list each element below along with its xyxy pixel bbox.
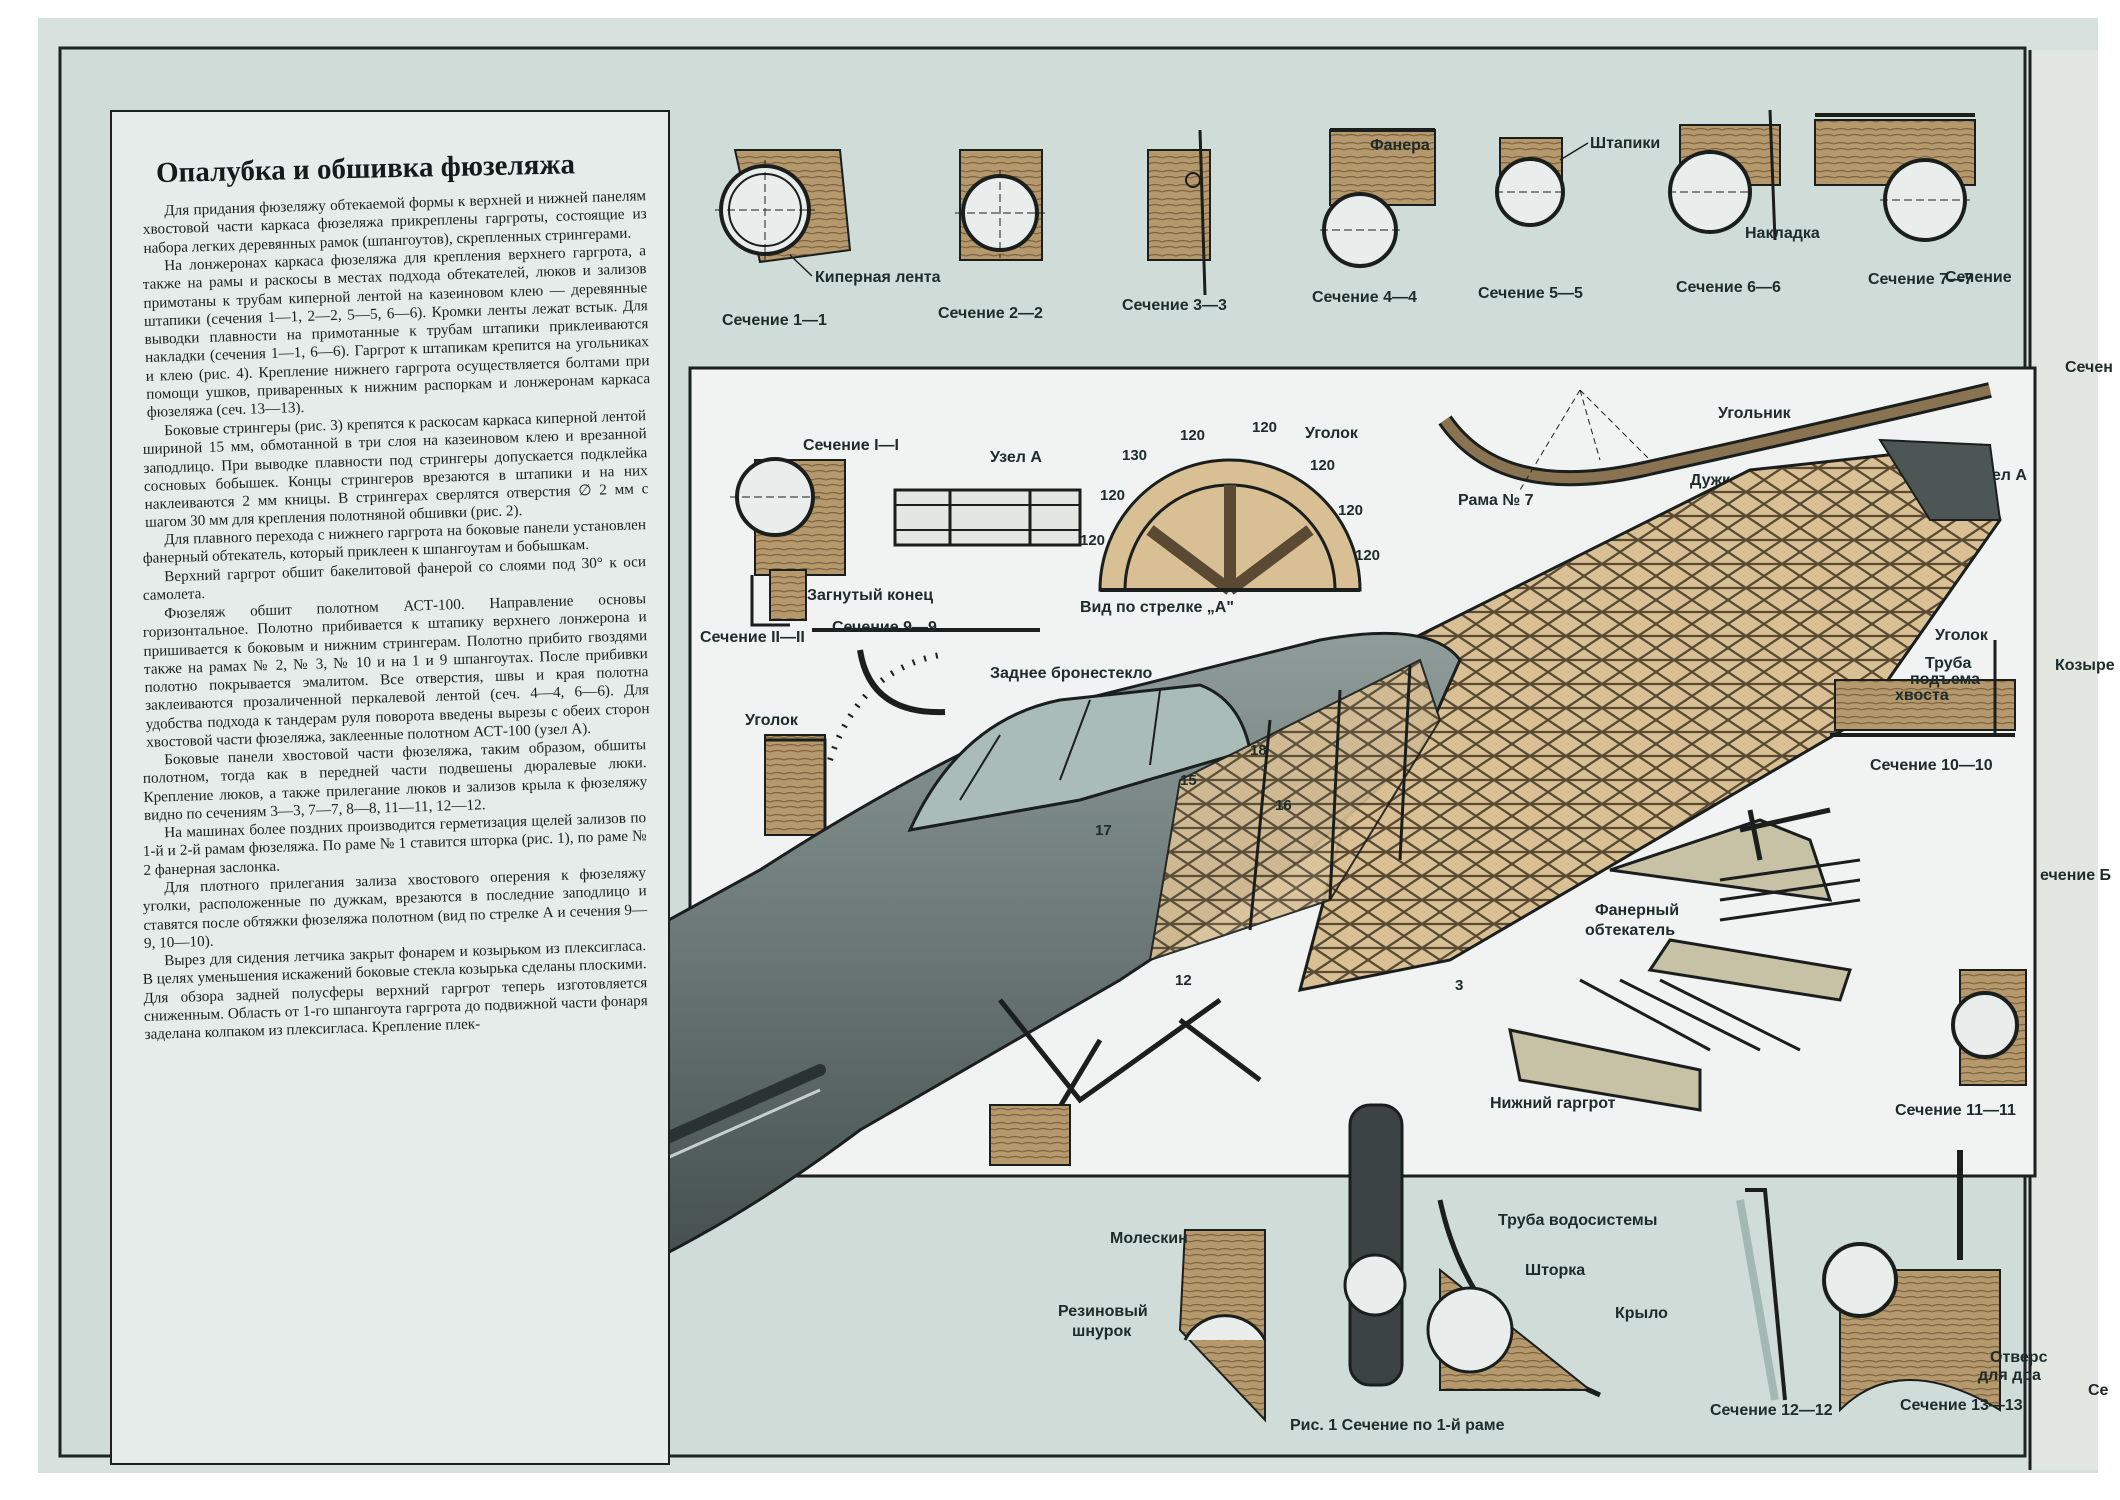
label-hole-1: Отверс bbox=[1990, 1349, 2048, 1366]
label-section-1-1: Сечение 1—1 bbox=[722, 312, 827, 329]
label-section-11-11: Сечение 11—11 bbox=[1895, 1102, 2016, 1119]
frame-7-stringer-drawing bbox=[1438, 382, 1992, 491]
edge-label-visor: Козыре bbox=[2055, 657, 2115, 674]
label-plywood-fairing-2: обтекатель bbox=[1585, 922, 1675, 939]
ugolok-detail-drawing bbox=[764, 734, 827, 840]
label-water-pipe: Труба водосистемы bbox=[1498, 1212, 1657, 1229]
svg-text:120: 120 bbox=[1310, 457, 1335, 474]
label-bent-end: Загнутый конец bbox=[807, 587, 933, 604]
label-tube-2: подъема bbox=[1910, 671, 1980, 688]
label-node-a: Узел А bbox=[990, 449, 1042, 466]
svg-text:15: 15 bbox=[1180, 772, 1197, 789]
section-11-11-drawing bbox=[1951, 969, 2027, 1086]
label-corner-right: Уголок bbox=[1935, 627, 1989, 644]
svg-text:120: 120 bbox=[1338, 502, 1363, 519]
section-5-5-drawing bbox=[1495, 137, 1565, 227]
label-angle-bracket: Угольник bbox=[1718, 405, 1792, 422]
article-body: Для придания фюзеляжу обтекаемой формы к… bbox=[142, 187, 651, 1045]
station-numbers: 12 13 3 15 16 17 18 bbox=[1095, 742, 1672, 994]
svg-text:3: 3 bbox=[1455, 977, 1463, 994]
edge-label-se: Се bbox=[2088, 1382, 2109, 1399]
label-section-4-4: Сечение 4—4 bbox=[1312, 289, 1417, 306]
svg-text:130: 130 bbox=[1122, 447, 1147, 464]
label-plywood-fairing-1: Фанерный bbox=[1595, 902, 1679, 919]
label-section-6-6: Сечение 6—6 bbox=[1676, 279, 1781, 296]
edge-label-section: Сечен bbox=[2065, 359, 2113, 376]
label-section-10-10: Сечение 10—10 bbox=[1870, 757, 1993, 774]
section-13-13-drawing bbox=[1822, 1150, 2001, 1413]
label-section-12-12: Сечение 12—12 bbox=[1710, 1402, 1833, 1419]
label-frame-7: Рама № 7 bbox=[1458, 492, 1534, 509]
section-1-1-drawing bbox=[715, 149, 852, 264]
label-plywood: Фанера bbox=[1370, 137, 1430, 154]
article-paragraph: На лонжеронах каркаса фюзеляжа для крепл… bbox=[142, 242, 651, 422]
section-9-9-drawing bbox=[812, 628, 1040, 761]
section-12-12-drawing bbox=[1736, 1188, 1787, 1401]
fuselage-illustration bbox=[268, 438, 2002, 1322]
label-rubber-cord-2: шнурок bbox=[1072, 1323, 1132, 1340]
lower-gargrot-parts bbox=[1508, 807, 1861, 1112]
svg-text:17: 17 bbox=[1095, 822, 1112, 839]
label-section-9-9: Сечение 9—9 bbox=[832, 619, 937, 636]
label-rubber-cord-1: Резиновый bbox=[1058, 1303, 1148, 1320]
label-section-II-II: Сечение II—II bbox=[700, 629, 805, 646]
label-wing: Крыло bbox=[1615, 1305, 1668, 1322]
edge-label-section-b: ечение Б bbox=[2040, 867, 2111, 884]
label-section-5-5: Сечение 5—5 bbox=[1478, 285, 1583, 302]
label-section-2-2: Сечение 2—2 bbox=[938, 305, 1043, 322]
svg-text:120: 120 bbox=[1080, 532, 1105, 549]
svg-text:18: 18 bbox=[1250, 742, 1267, 759]
article-paragraph: Боковые стрингеры (рис. 3) крепятся к ра… bbox=[142, 406, 649, 531]
label-corner-left: Уголок bbox=[745, 712, 799, 729]
view-arrow-a-frame bbox=[1098, 458, 1362, 595]
label-section-I-I: Сечение I—I bbox=[803, 437, 899, 454]
label-tube-1: Труба bbox=[1925, 655, 1972, 672]
label-hole-2: для дра bbox=[1978, 1367, 2041, 1384]
tail-lift-tube-detail bbox=[1830, 640, 2016, 737]
dimension-labels: 120 120 120 120 130 120 120 120 bbox=[1080, 419, 1380, 564]
label-moleskin: Молескин bbox=[1110, 1230, 1188, 1247]
svg-text:120: 120 bbox=[1180, 427, 1205, 444]
section-I-I-drawing bbox=[730, 457, 846, 627]
article-text-panel: Опалубка и обшивка фюзеляжа Для придания… bbox=[110, 110, 670, 1465]
label-battens: Штапики bbox=[1590, 135, 1660, 152]
svg-text:16: 16 bbox=[1275, 797, 1292, 814]
svg-text:120: 120 bbox=[1252, 419, 1277, 436]
label-fig-1: Рис. 1 Сечение по 1-й раме bbox=[1290, 1417, 1505, 1434]
label-corner-top: Уголок bbox=[1305, 425, 1359, 442]
frame-1-section-drawing bbox=[1178, 1103, 1601, 1423]
label-rear-armor-glass: Заднее бронестекло bbox=[990, 665, 1153, 682]
label-section-7-7: Сечение 7—7 bbox=[1868, 271, 1973, 288]
svg-text:120: 120 bbox=[1355, 547, 1380, 564]
section-II-II-drawing bbox=[769, 569, 807, 621]
label-shutter: Шторка bbox=[1525, 1262, 1585, 1279]
svg-text:12: 12 bbox=[1175, 972, 1192, 989]
label-section-3-3: Сечение 3—3 bbox=[1122, 297, 1227, 314]
section-2-2-drawing bbox=[955, 149, 1045, 261]
section-7-7-drawing bbox=[1814, 113, 1976, 242]
page-fold bbox=[2028, 50, 2098, 1470]
label-section-13-13: Сечение 13—13 bbox=[1900, 1397, 2023, 1414]
section-3-3-drawing bbox=[1147, 129, 1211, 296]
label-view-arrow-a: Вид по стрелке „А" bbox=[1080, 599, 1234, 616]
label-section-edge: Сечение bbox=[1945, 269, 2012, 286]
article-paragraph: Фюзеляж обшит полотном АСТ-100. Направле… bbox=[142, 589, 650, 751]
article-title: Опалубка и обшивка фюзеляжа bbox=[155, 148, 576, 190]
section-6-6-drawing bbox=[1668, 109, 1781, 241]
section-4-4-drawing bbox=[1320, 128, 1436, 268]
svg-text:120: 120 bbox=[1100, 487, 1125, 504]
label-kiper-tape: Киперная лента bbox=[815, 269, 941, 286]
node-A-drawing bbox=[893, 488, 1082, 547]
article-paragraph: Вырез для сидения летчика закрыт фонарем… bbox=[142, 937, 649, 1044]
label-overlay: Накладка bbox=[1745, 225, 1820, 242]
label-lower-gargrot: Нижний гаргрот bbox=[1490, 1095, 1616, 1112]
label-tube-3: хвоста bbox=[1895, 687, 1949, 704]
